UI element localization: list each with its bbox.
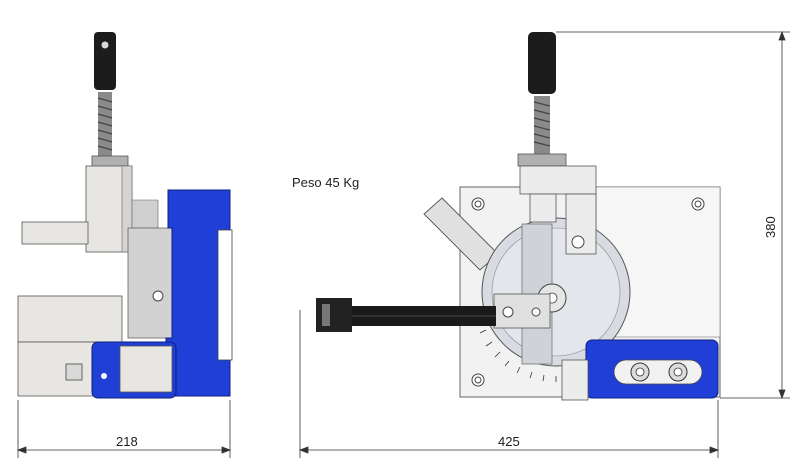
side-disc-bolt: [152, 290, 164, 302]
front-lower-stand: [561, 359, 589, 401]
side-bar: [21, 221, 89, 245]
weight-label: Peso 45 Kg: [292, 175, 359, 190]
front-nut: [517, 153, 567, 167]
dimension-front-width: [298, 310, 720, 458]
side-handle-hole: [101, 41, 109, 49]
dimension-side-width-label: 218: [116, 434, 138, 449]
side-handle-knob: [94, 32, 116, 90]
side-disc: [127, 227, 173, 339]
side-base-block: [17, 341, 95, 397]
dimension-height-label: 380: [763, 216, 778, 238]
front-view: [316, 32, 721, 401]
dimension-height: [556, 30, 790, 400]
front-roller-block: [493, 293, 551, 329]
side-view: [17, 32, 233, 399]
front-plate-holes: [471, 197, 705, 387]
front-base-slot: [613, 359, 703, 385]
side-shaft: [131, 199, 159, 229]
dimension-side-width: [16, 400, 232, 458]
side-clamp: [119, 345, 173, 393]
front-arm-clamp: [316, 298, 352, 332]
side-window: [217, 229, 233, 361]
side-bolt: [65, 363, 83, 381]
side-lower-block: [17, 295, 123, 343]
front-handle-knob: [528, 32, 556, 94]
dimension-front-width-label: 425: [498, 434, 520, 449]
front-upright: [519, 165, 597, 195]
front-upright-slot: [529, 193, 557, 223]
